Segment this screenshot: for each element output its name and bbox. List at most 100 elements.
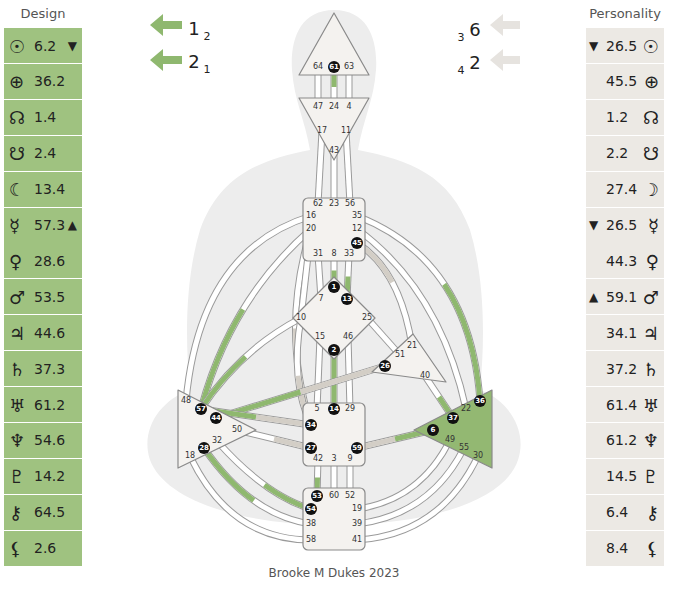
design-cell: ♇14.2 <box>4 459 82 494</box>
gate-number: 29 <box>345 404 355 414</box>
energy-center: 3622376495530 <box>410 388 494 470</box>
planet-symbol: ♅ <box>643 394 659 415</box>
gate-line-value: 36.2 <box>34 73 65 89</box>
planet-symbol: ♆ <box>643 430 659 451</box>
center-shape <box>299 98 369 160</box>
gate-number: 44 <box>210 412 222 424</box>
center-shape <box>414 390 492 468</box>
energy-center: 48574450322818 <box>176 388 260 470</box>
design-cell: ♂53.5 <box>4 279 82 314</box>
gate-number: 5 <box>314 404 319 414</box>
personality-cell: ☽27.4 <box>586 172 664 207</box>
gate-number: 42 <box>313 454 323 464</box>
arrow-digit: 2 <box>469 52 480 73</box>
arrow-digit: 3 <box>458 31 465 44</box>
planet-symbol: ⚸ <box>646 538 659 559</box>
planet-symbol: ☽ <box>643 179 659 200</box>
gate-number: 2 <box>328 344 340 356</box>
gate-number: 21 <box>407 341 417 351</box>
arrow-digit: 1 <box>188 18 199 39</box>
channel-fill <box>201 409 311 425</box>
gate-number: 28 <box>198 442 210 454</box>
design-cell: ☋2.4 <box>4 136 82 171</box>
gate-number: 52 <box>345 491 355 501</box>
gate-line-value: 54.6 <box>34 432 65 448</box>
planet-symbol: ♇ <box>643 466 659 487</box>
planet-symbol: ♂ <box>9 286 25 307</box>
gate-number: 8 <box>331 249 336 259</box>
fixing-mark: ▲ <box>589 290 598 304</box>
channel-outline <box>357 243 412 346</box>
gate-number: 7 <box>318 294 323 304</box>
planet-symbol: ♀ <box>646 250 659 271</box>
energy-center: 21512640 <box>370 332 448 384</box>
energy-center: 646163 <box>298 12 370 76</box>
energy-center: 514293427594239 <box>302 402 366 467</box>
planet-symbol: ☿ <box>9 215 20 236</box>
column-header: Personality <box>589 6 661 21</box>
energy-center: 47244171143 <box>298 97 370 161</box>
channel-fill <box>357 243 412 346</box>
channel-outline <box>348 337 350 409</box>
gate-number: 33 <box>344 249 354 259</box>
activated-half <box>201 357 246 409</box>
design-cell: ⚷64.5 <box>4 495 82 530</box>
design-cell: ♅61.2 <box>4 387 82 422</box>
channel <box>357 243 412 346</box>
channel <box>357 448 464 524</box>
planet-symbol: ☾ <box>9 179 25 200</box>
gate-number: 57 <box>195 403 207 415</box>
gate-line-value: 59.1 <box>606 289 637 305</box>
personality-cell: ☊1.2 <box>586 100 664 135</box>
channel-fill <box>346 131 350 204</box>
planet-symbol: ⚷ <box>9 502 22 523</box>
personality-cell: ☋2.2 <box>586 136 664 171</box>
planet-symbol: ♆ <box>9 430 25 451</box>
gate-number: 62 <box>313 199 323 209</box>
center-shape <box>303 488 365 550</box>
gate-number: 35 <box>352 211 362 221</box>
gate-number: 31 <box>313 249 323 259</box>
fixing-mark: ▼ <box>68 39 77 53</box>
design-cell: ☉6.2▼ <box>4 28 82 63</box>
body-silhouette <box>147 10 520 525</box>
gate-line-value: 2.2 <box>606 145 628 161</box>
gate-number: 49 <box>445 435 455 445</box>
design-arrow <box>150 14 182 36</box>
center-outline <box>370 332 448 384</box>
channel <box>204 448 311 524</box>
gate-number: 13 <box>341 293 353 305</box>
gate-number: 14 <box>328 403 340 415</box>
planet-symbol: ♀ <box>9 250 22 271</box>
personality-arrow <box>490 49 520 71</box>
gate-number: 10 <box>296 313 306 323</box>
planet-symbol: ⊕ <box>9 71 24 92</box>
gate-number: 46 <box>343 332 353 342</box>
planet-symbol: ⊕ <box>644 71 659 92</box>
planet-symbol: ☉ <box>643 35 659 56</box>
design-cell: ⚸2.6 <box>4 531 82 566</box>
gate-number: 56 <box>345 199 355 209</box>
personality-cell: ♇14.5 <box>586 459 664 494</box>
gate-number: 25 <box>362 313 372 323</box>
gate-number: 50 <box>232 425 242 435</box>
gate-line-value: 28.6 <box>34 253 65 269</box>
gate-line-value: 8.4 <box>606 540 628 556</box>
design-cell: ☊1.4 <box>4 100 82 135</box>
gate-number: 43 <box>329 146 339 156</box>
personality-cell: ☉26.5▼ <box>586 28 664 63</box>
channel-fill <box>318 131 322 204</box>
energy-center: 1713102515462 <box>292 276 376 360</box>
gate-number: 15 <box>315 332 325 342</box>
gate-number: 39 <box>352 519 362 529</box>
planet-symbol: ♂ <box>643 286 659 307</box>
planet-symbol: ♄ <box>9 358 25 379</box>
channel-fill <box>357 456 478 540</box>
channel-fill <box>217 441 311 509</box>
gate-number: 60 <box>329 491 339 501</box>
gate-line-value: 57.3 <box>34 217 65 233</box>
gate-line-value: 44.3 <box>606 253 637 269</box>
design-cell: ♃44.6 <box>4 315 82 350</box>
planet-symbol: ☿ <box>648 215 659 236</box>
